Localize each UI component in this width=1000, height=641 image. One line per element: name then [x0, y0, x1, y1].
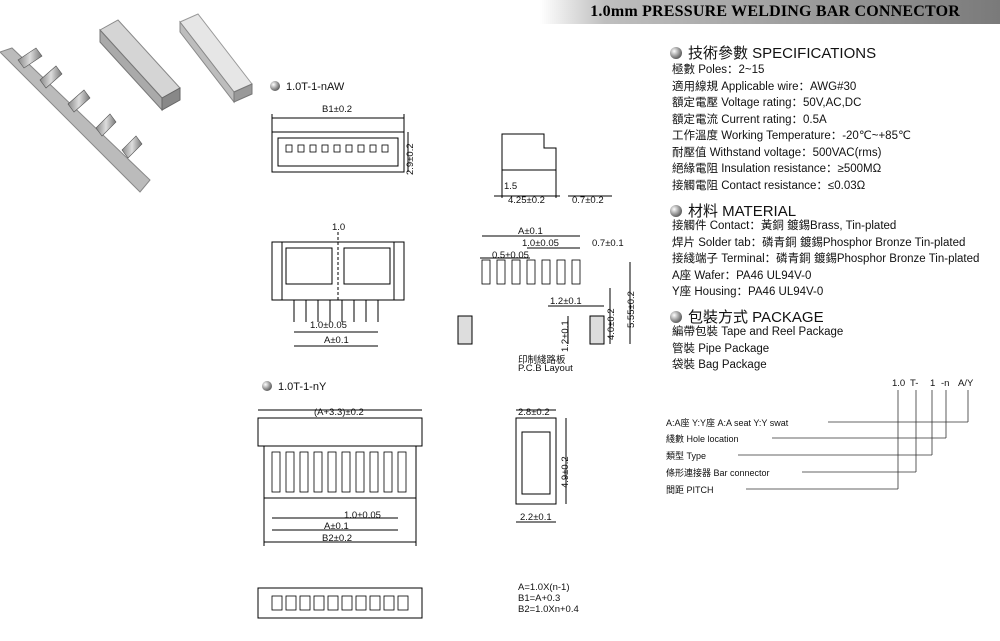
- ny-dim-a: A±0.1: [324, 521, 349, 532]
- spec-item: 絕緣電阻 Insulation resistance：≥500MΩ: [672, 163, 882, 175]
- code-holes: -n: [941, 378, 950, 389]
- naw-label: 1.0T-1-nAW: [270, 81, 344, 93]
- bullet-icon: [670, 311, 682, 323]
- pcb-dim-pitch: 1.0±0.05: [522, 238, 559, 249]
- housing-photo: [179, 13, 253, 104]
- pcb-pads: [481, 259, 581, 285]
- dim-1-5: 1.5: [504, 181, 518, 192]
- ny-bottom-slots: [271, 595, 409, 611]
- legend-bar: 條形連接器 Bar connector: [666, 468, 770, 478]
- material-item: Y座 Housing：PA46 UL94V-0: [672, 286, 824, 298]
- dim-b1: B1±0.2: [322, 104, 353, 115]
- package-list: 編帶包裝 Tape and Reel Package 管裝 Pipe Packa…: [672, 324, 843, 374]
- package-item: 編帶包裝 Tape and Reel Package: [672, 326, 844, 338]
- bullet-icon: [670, 205, 682, 217]
- spec-item: 額定電壓 Voltage rating：50V,AC,DC: [672, 97, 862, 109]
- pcb-dim-5-55: 5.55±0.2: [626, 291, 637, 328]
- ny-dim-pitch: 1.0±0.05: [344, 510, 381, 521]
- ny-front-slots: [271, 451, 407, 493]
- spec-item: 接觸電阻 Contact resistance：≤0.03Ω: [672, 179, 866, 192]
- legend-seat: A:A座 Y:Y座 A:A seat Y:Y swat: [666, 418, 789, 428]
- ny-dim-2-2: 2.2±0.1: [520, 512, 552, 523]
- spec-list: 極數 Poles：2~15 適用線規 Applicable wire：AWG#3…: [672, 62, 911, 194]
- part-code-leaders: [738, 390, 969, 490]
- dim-2-9: 2.9±0.2: [405, 143, 416, 175]
- dim-0-7: 0.7±0.2: [572, 195, 604, 206]
- legend-pitch: 間距 PITCH: [666, 485, 714, 495]
- material-item: A座 Wafer：PA46 UL94V-0: [672, 269, 812, 282]
- pcb-dim-1-2: 1.2±0.1: [550, 296, 582, 307]
- pcb-dim-4-0: 4.0±0.2: [606, 308, 617, 340]
- ny-dim-a-plus: (A+3.3)±0.2: [314, 407, 364, 418]
- bullet-icon: [270, 81, 280, 91]
- code-seat: A/Y: [958, 378, 974, 389]
- naw-top-pins: [285, 144, 389, 153]
- pcb-dim-0-7: 0.7±0.1: [592, 238, 624, 249]
- pcb-caption-cn: 印制綫路板: [518, 355, 566, 366]
- header-bar: 1.0mm PRESSURE WELDING BAR CONNECTOR: [540, 0, 1000, 24]
- pcb-dim-a: A±0.1: [518, 226, 543, 237]
- dim-a: A±0.1: [324, 335, 349, 346]
- wafer-photo: [99, 19, 181, 112]
- ny-dim-b2: B2±0.2: [322, 533, 353, 544]
- section-package: 包裝方式 PACKAGE: [670, 306, 824, 327]
- bullet-icon: [262, 381, 272, 391]
- code-type: 1: [930, 378, 936, 389]
- page-title: 1.0mm PRESSURE WELDING BAR CONNECTOR: [590, 3, 960, 20]
- bullet-icon: [670, 47, 682, 59]
- ny-dim-4-9: 4.9±0.2: [560, 456, 571, 488]
- spec-item: 工作溫度 Working Temperature：-20℃~+85℃: [672, 130, 911, 142]
- package-item: 袋裝 Bag Package: [672, 359, 767, 371]
- naw-front-pins: [293, 300, 379, 322]
- code-type-bar: T-: [910, 378, 919, 389]
- spec-item: 極數 Poles：2~15: [672, 64, 765, 76]
- code-pitch: 1.0: [892, 378, 906, 389]
- material-item: 接綫端子 Terminal：磷青銅 鍍錫Phosphor Bronze Tin-…: [672, 253, 980, 265]
- material-item: 接觸件 Contact：黃銅 鍍錫Brass, Tin-plated: [672, 220, 897, 232]
- pcb-dim-1-2-vertical: 1.2±0.1: [560, 320, 571, 352]
- material-item: 焊片 Solder tab：磷青銅 鍍錫Phosphor Bronze Tin-…: [672, 236, 966, 249]
- formulas: A=1.0X(n-1) B1=A+0.3 B2=1.0Xn+0.4: [518, 582, 579, 615]
- material-list: 接觸件 Contact：黃銅 鍍錫Brass, Tin-plated 焊片 So…: [672, 218, 979, 301]
- pcb-caption-en: P.C.B Layout: [518, 363, 573, 374]
- legend-type: 類型 Type: [666, 451, 707, 461]
- ny-label: 1.0T-1-nY: [262, 381, 326, 393]
- spec-item: 耐壓值 Withstand voltage：500VAC(rms): [672, 146, 882, 159]
- package-item: 管裝 Pipe Package: [672, 342, 770, 355]
- spec-item: 適用線規 Applicable wire：AWG#30: [672, 80, 857, 93]
- section-specifications: 技術參數 SPECIFICATIONS: [670, 42, 876, 63]
- dim-pitch: 1.0±0.05: [310, 320, 347, 331]
- section-material: 材料 MATERIAL: [670, 200, 796, 221]
- spec-item: 額定電流 Current rating：0.5A: [672, 113, 827, 126]
- terminal-strip-photo: [0, 47, 151, 193]
- legend-hole: 綫數 Hole location: [666, 434, 739, 444]
- dim-4-25: 4.25±0.2: [508, 195, 545, 206]
- dim-pitch-top: 1.0: [332, 222, 346, 233]
- ny-dim-2-8: 2.8±0.2: [518, 407, 550, 418]
- pcb-dim-0-5: 0.5±0.05: [492, 250, 529, 261]
